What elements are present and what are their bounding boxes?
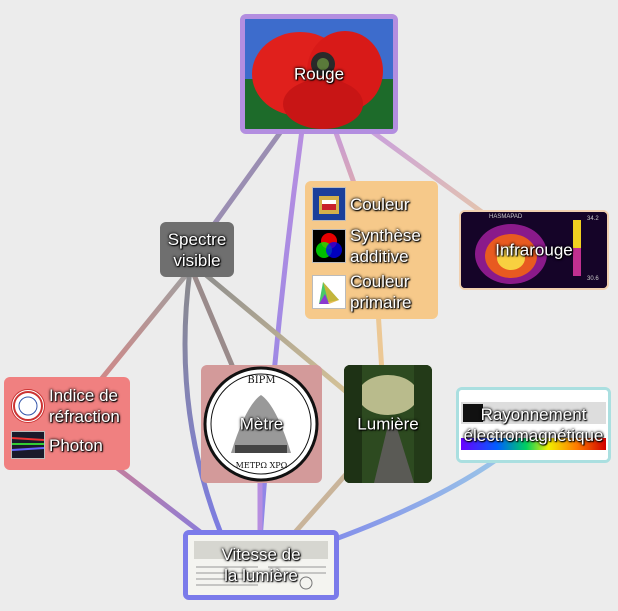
node-label: Spectre visible: [167, 229, 227, 270]
node-label: Vitesse de la lumière: [221, 545, 301, 585]
node-lumiere[interactable]: Lumière: [344, 365, 432, 483]
node-label: Rouge: [293, 64, 345, 84]
node-rouge[interactable]: Rouge: [240, 14, 398, 134]
seal-top-text: BIPM: [247, 375, 276, 386]
flag-icon: [312, 187, 346, 221]
list-item-couleur[interactable]: Couleur: [312, 187, 431, 221]
list-item-photon[interactable]: Photon: [11, 431, 123, 459]
node-label: Lumière: [357, 414, 419, 434]
seal-bottom-text: METPΩ XPΩ: [235, 461, 288, 470]
list-item-couleur-primaire[interactable]: Couleur primaire: [312, 271, 431, 313]
cie-diagram-icon: [312, 275, 346, 309]
scale-top: 34.2: [587, 216, 599, 222]
node-label: Infrarouge: [495, 240, 573, 260]
node-group-indice[interactable]: Indice de réfraction Photon: [4, 377, 130, 470]
node-spectre-visible[interactable]: Spectre visible: [160, 222, 234, 277]
brand-text: HASMAPAD: [489, 214, 523, 220]
node-infrarouge[interactable]: 34.2 30.6 HASMAPAD Infrarouge: [459, 210, 609, 290]
node-metre[interactable]: BIPM METPΩ XPΩ Mètre: [201, 365, 322, 483]
list-item-synthese-additive[interactable]: Synthèse additive: [312, 225, 431, 267]
forest-road-image: [344, 365, 432, 483]
rgb-circles-icon: [312, 229, 346, 263]
edge-spectre-vitesse: [182, 267, 233, 558]
manuscript-image: [188, 535, 334, 595]
node-label: Mètre: [239, 414, 284, 434]
list-item-indice-de-refraction[interactable]: Indice de réfraction: [11, 385, 123, 427]
node-group-couleur[interactable]: Couleur Synthèse additive Couleur primai…: [305, 181, 438, 319]
ugf-seal-icon: [11, 389, 45, 423]
thermal-image: [461, 212, 607, 288]
node-rayonnement[interactable]: Rayonnement électromagnétique: [456, 387, 611, 463]
poppy-image: [245, 19, 393, 129]
node-label: Rayonnement électromagnétique: [463, 405, 604, 445]
node-vitesse-de-la-lumiere[interactable]: Vitesse de la lumière: [183, 530, 339, 600]
bipm-seal-image: [203, 366, 319, 482]
em-spectrum-image: [459, 390, 608, 460]
scale-bottom: 30.6: [587, 276, 599, 282]
laser-beams-icon: [11, 431, 45, 459]
